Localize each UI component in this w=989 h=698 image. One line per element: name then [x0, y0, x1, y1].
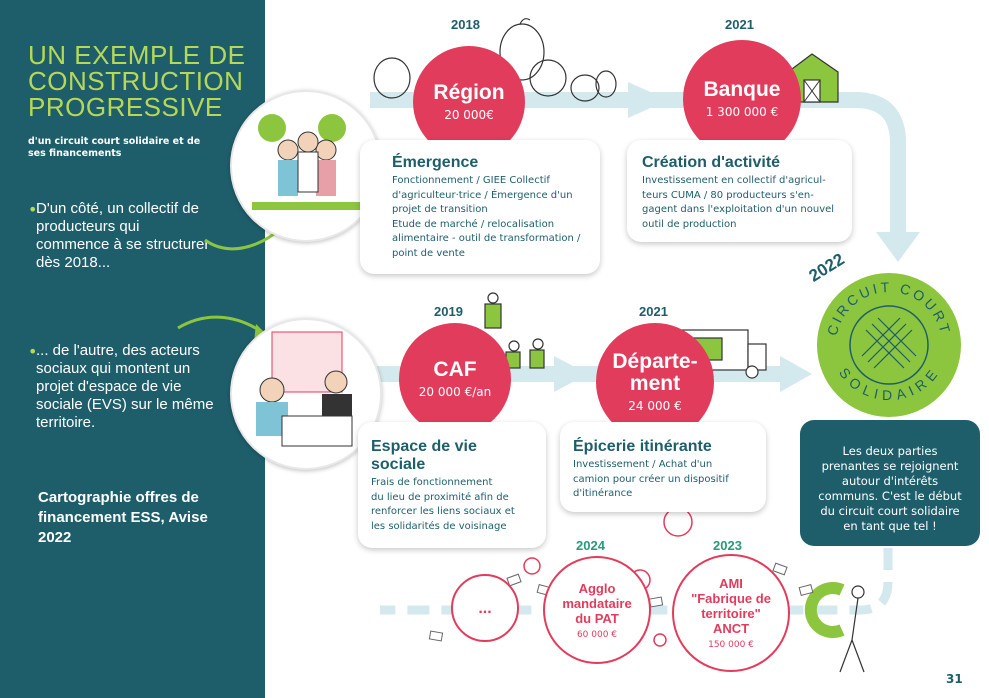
funder-name: Banque: [703, 78, 781, 101]
funder-amount: 60 000 €: [576, 629, 618, 640]
farmers-photo: [230, 90, 382, 242]
year-label: 2024: [576, 538, 605, 553]
circuit-court-badge: CIRCUIT COURT SOLIDAIRE: [817, 273, 961, 417]
people-illustration: [484, 292, 545, 369]
source-note: Cartographie offres de financement ESS, …: [38, 489, 208, 546]
social-actors-photo: [230, 318, 382, 470]
future-funder-agglo: Agglo mandataire du PAT 60 000 €: [543, 556, 651, 664]
funder-name: AMI "Fabrique de territoire" ANCT: [691, 576, 771, 636]
farmers-illustration: [252, 114, 362, 210]
funder-departement: Départe- ment 24 000 €: [596, 323, 714, 441]
card-body: Fonctionnement / GIEE Collectif d'agricu…: [392, 175, 581, 259]
card-evs: Espace de vie sociale Frais de fonctionn…: [358, 422, 546, 548]
card-body: Frais de fonctionnement du lieu de proxi…: [371, 477, 515, 532]
meeting-illustration: [256, 331, 353, 447]
card-title: Épicerie itinérante: [573, 438, 712, 455]
year-label: 2021: [639, 304, 668, 319]
funder-caf: CAF 20 000 €/an: [399, 323, 511, 435]
future-funder-unknown: ...: [451, 574, 519, 642]
card-body: Investissement / Achat d'un camion pour …: [573, 459, 729, 499]
year-label: 2023: [713, 538, 742, 553]
arrow-head-icon: [876, 232, 920, 262]
year-label: 2021: [725, 17, 754, 32]
arrow-head-icon: [554, 356, 588, 392]
funder-name: Agglo mandataire du PAT: [562, 580, 632, 626]
card-title: Émergence: [392, 154, 479, 171]
bullet-icon: •: [28, 342, 38, 361]
future-funder-ami: AMI "Fabrique de territoire" ANCT 150 00…: [672, 554, 790, 672]
letters-illustration: [428, 562, 814, 642]
funder-name: ...: [478, 599, 492, 617]
vegetables-illustration: [373, 18, 617, 102]
card-body: Investissement en collectif d'agricul- t…: [642, 175, 835, 230]
funder-amount: 24 000 €: [628, 399, 682, 413]
funder-name: CAF: [433, 358, 477, 381]
page-number: 31: [946, 672, 963, 686]
arrow-head-icon: [780, 356, 812, 392]
card-title: Création d'activité: [642, 154, 781, 171]
year-label: 2019: [434, 304, 463, 319]
page-title: UN EXEMPLE DE CONSTRUCTION PROGRESSIVE: [28, 40, 246, 122]
funder-amount: 1 300 000 €: [705, 105, 779, 119]
barn-illustration: [787, 53, 839, 103]
arrow-head-icon: [628, 82, 668, 118]
magnet-person-illustration: [804, 582, 865, 673]
funder-amount: 150 000 €: [708, 640, 754, 650]
funder-region: Région 20 000€: [413, 46, 525, 158]
funder-name: Région: [433, 81, 505, 104]
funder-name: Départe- ment: [612, 350, 698, 395]
card-epicerie: Épicerie itinérante Investissement / Ach…: [560, 422, 766, 512]
sidebar-text-producers: D'un côté, un collectif de producteurs q…: [36, 200, 210, 271]
funder-amount: 20 000 €/an: [418, 385, 492, 399]
sidebar-text-social: ... de l'autre, des acteurs sociaux qui …: [36, 342, 214, 431]
page-subtitle: d'un circuit court solidaire et de ses f…: [28, 136, 201, 159]
card-title: Espace de vie sociale: [371, 438, 477, 473]
funder-banque: Banque 1 300 000 €: [683, 40, 801, 158]
card-emergence: Émergence Fonctionnement / GIEE Collecti…: [360, 140, 600, 274]
bullet-icon: •: [28, 200, 38, 219]
circuit-description: Les deux parties prenantes se rejoignent…: [800, 420, 980, 546]
card-creation: Création d'activité Investissement en co…: [627, 140, 852, 242]
circuit-description-text: Les deux parties prenantes se rejoignent…: [818, 444, 962, 533]
weave-icon: [861, 317, 917, 369]
sidebar: UN EXEMPLE DE CONSTRUCTION PROGRESSIVE d…: [0, 0, 265, 698]
funder-amount: 20 000€: [444, 108, 494, 122]
year-label: 2018: [451, 17, 480, 32]
